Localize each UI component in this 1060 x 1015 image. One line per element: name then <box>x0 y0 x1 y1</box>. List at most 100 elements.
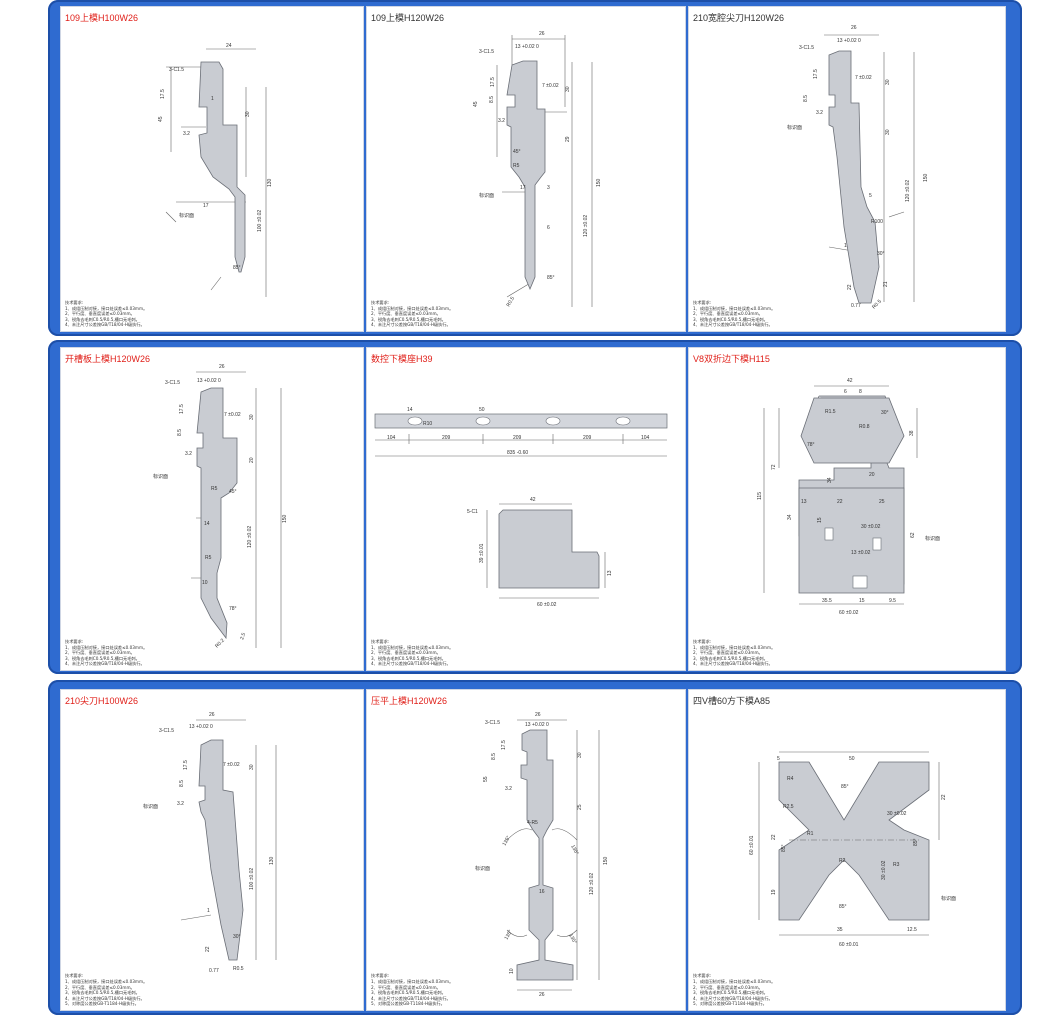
panel-title: 四V槽60方下模A85 <box>693 696 771 706</box>
svg-text:34: 34 <box>827 477 833 483</box>
tool-body <box>506 60 546 291</box>
svg-text:3-C1.5: 3-C1.5 <box>479 49 494 55</box>
tool-profile-drawing: 26 13 +0.02 0 3-C1.5 8.5 17.5 55 3.2 25 … <box>475 712 609 998</box>
svg-text:104: 104 <box>387 435 396 441</box>
svg-text:55: 55 <box>483 776 489 782</box>
svg-text:115: 115 <box>757 492 763 500</box>
die-lower-block <box>798 487 905 594</box>
drawing-panel-210-wide-cavity-h120: 210宽腔尖刀H120W26 26 13 +0.02 0 3-C1.5 17.5… <box>688 6 1006 332</box>
svg-text:17.5: 17.5 <box>160 89 166 99</box>
die-profile-drawing: 42 6 8 R1.5 30° R0.8 78° 72 38 20 34 13 … <box>757 378 940 616</box>
svg-text:5: 5 <box>777 756 780 762</box>
svg-text:30: 30 <box>565 86 571 92</box>
svg-text:135°: 135° <box>567 933 577 945</box>
svg-text:120 ±0.02: 120 ±0.02 <box>583 215 589 237</box>
svg-text:150: 150 <box>923 173 929 182</box>
svg-text:15: 15 <box>859 598 865 604</box>
svg-text:3.2: 3.2 <box>498 118 505 124</box>
svg-text:135°: 135° <box>569 844 579 856</box>
svg-text:14: 14 <box>407 407 413 413</box>
svg-text:标识面: 标识面 <box>143 803 158 810</box>
svg-text:85°: 85° <box>547 275 555 281</box>
svg-text:6: 6 <box>844 389 847 395</box>
tool-body <box>198 739 244 961</box>
svg-text:6: 6 <box>547 225 550 231</box>
svg-text:8: 8 <box>859 389 862 395</box>
tool-profile-drawing: 26 13 +0.02 0 3-C1.5 17.5 8.5 7 ±0.02 3.… <box>787 25 929 310</box>
svg-text:30°: 30° <box>877 251 885 257</box>
svg-text:3.2: 3.2 <box>177 801 184 807</box>
svg-text:R1: R1 <box>807 831 814 837</box>
svg-text:R10: R10 <box>423 421 432 427</box>
svg-text:26: 26 <box>539 31 545 37</box>
die-base-top-view <box>374 413 668 429</box>
svg-text:26: 26 <box>209 712 215 718</box>
panel-title: 压平上模H120W26 <box>371 696 448 706</box>
svg-text:R5: R5 <box>205 555 212 561</box>
svg-text:R0.5: R0.5 <box>506 296 517 308</box>
svg-text:R0.2: R0.2 <box>214 638 226 650</box>
svg-text:7 ±0.02: 7 ±0.02 <box>542 83 559 89</box>
svg-text:8.5: 8.5 <box>179 780 185 787</box>
svg-text:标识面: 标识面 <box>925 535 940 542</box>
technical-notes: 技术要求:1、成组压制对接，接口处误差≤0.03mm。2、平行度、垂直度误差≤0… <box>65 639 148 667</box>
svg-text:25: 25 <box>879 499 885 505</box>
svg-text:1: 1 <box>211 96 214 102</box>
technical-notes: 技术要求:1、成组压制对接，接口处误差≤0.03mm。2、平行度、垂直度误差≤0… <box>693 300 776 328</box>
svg-text:13 +0.02 0: 13 +0.02 0 <box>525 722 549 728</box>
svg-text:3-C1.5: 3-C1.5 <box>165 380 180 386</box>
panel-title: 数控下模座H39 <box>371 354 433 364</box>
svg-text:R0.8: R0.8 <box>859 424 870 430</box>
svg-text:3: 3 <box>547 185 550 191</box>
svg-text:30: 30 <box>245 111 251 117</box>
tool-body <box>196 387 238 640</box>
tool-profile-drawing: 26 13 +0.02 0 3-C1.5 17.5 45 3.2 8.5 7 ±… <box>473 31 602 308</box>
drawing-panel-210-pointed-h100: 210尖刀H100W26 26 13 +0.02 0 3-C1.5 17.5 8… <box>60 689 364 1011</box>
svg-text:85°: 85° <box>233 265 241 271</box>
drawing-panel-flattening-upper-h120: 压平上模H120W26 26 13 +0.02 0 3-C1.5 8.5 17.… <box>366 689 686 1011</box>
svg-text:19: 19 <box>771 889 777 895</box>
die-upper-block <box>800 397 905 464</box>
technical-notes: 技术要求:1、成组压制对接，接口处误差≤0.03mm。2、平行度、垂直度误差≤0… <box>371 300 454 328</box>
svg-text:209: 209 <box>583 435 592 441</box>
technical-notes: 技术要求:1、成组压制对接，接口处误差≤0.03mm。2、平行度、垂直度误差≤0… <box>371 639 454 667</box>
svg-text:3-C1.5: 3-C1.5 <box>159 728 174 734</box>
panel-title: 210尖刀H100W26 <box>65 696 139 706</box>
svg-text:85°: 85° <box>841 784 849 790</box>
svg-text:13 +0.02 0: 13 +0.02 0 <box>515 44 539 50</box>
svg-text:150: 150 <box>603 856 609 865</box>
svg-text:7 ±0.02: 7 ±0.02 <box>223 762 240 768</box>
technical-notes: 技术要求:1、成组压制对接，接口处误差≤0.03mm。2、平行度、垂直度误差≤0… <box>693 639 776 667</box>
svg-text:8.5: 8.5 <box>491 753 497 760</box>
svg-text:30°: 30° <box>233 934 241 940</box>
svg-text:1: 1 <box>207 908 210 914</box>
svg-text:25: 25 <box>577 804 583 810</box>
svg-text:50: 50 <box>849 756 855 762</box>
svg-text:7 ±0.02: 7 ±0.02 <box>224 412 241 418</box>
svg-text:135°: 135° <box>504 929 514 941</box>
svg-text:17: 17 <box>520 185 526 191</box>
svg-text:12.5: 12.5 <box>907 927 917 933</box>
svg-text:5-C1: 5-C1 <box>467 509 478 515</box>
svg-text:17.5: 17.5 <box>490 77 496 87</box>
svg-text:标识面: 标识面 <box>153 473 168 480</box>
svg-text:标识面: 标识面 <box>475 865 490 872</box>
svg-text:10: 10 <box>202 580 208 586</box>
svg-text:10: 10 <box>509 968 515 974</box>
svg-text:85°: 85° <box>913 838 919 846</box>
svg-text:45: 45 <box>473 101 479 107</box>
svg-text:209: 209 <box>442 435 451 441</box>
svg-text:35: 35 <box>837 927 843 933</box>
svg-text:30: 30 <box>249 764 255 770</box>
svg-text:38: 38 <box>909 430 915 436</box>
die-base-drawing: 14 R10 50 104 209 209 209 104 835 -0.60 … <box>374 407 668 608</box>
svg-text:62: 62 <box>910 532 916 538</box>
svg-text:14: 14 <box>204 521 210 527</box>
svg-text:1: 1 <box>844 243 847 249</box>
svg-text:标识面: 标识面 <box>179 212 194 219</box>
four-v-die-body <box>778 761 930 921</box>
svg-text:30: 30 <box>249 414 255 420</box>
svg-text:16: 16 <box>539 889 545 895</box>
technical-notes: 技术要求:1、成组压制对接，接口处误差≤0.03mm。2、平行度、垂直度误差≤0… <box>693 973 776 1007</box>
drawing-panel-cnc-lower-die-base-h39: 数控下模座H39 14 R10 50 104 209 209 209 104 8… <box>366 347 686 671</box>
